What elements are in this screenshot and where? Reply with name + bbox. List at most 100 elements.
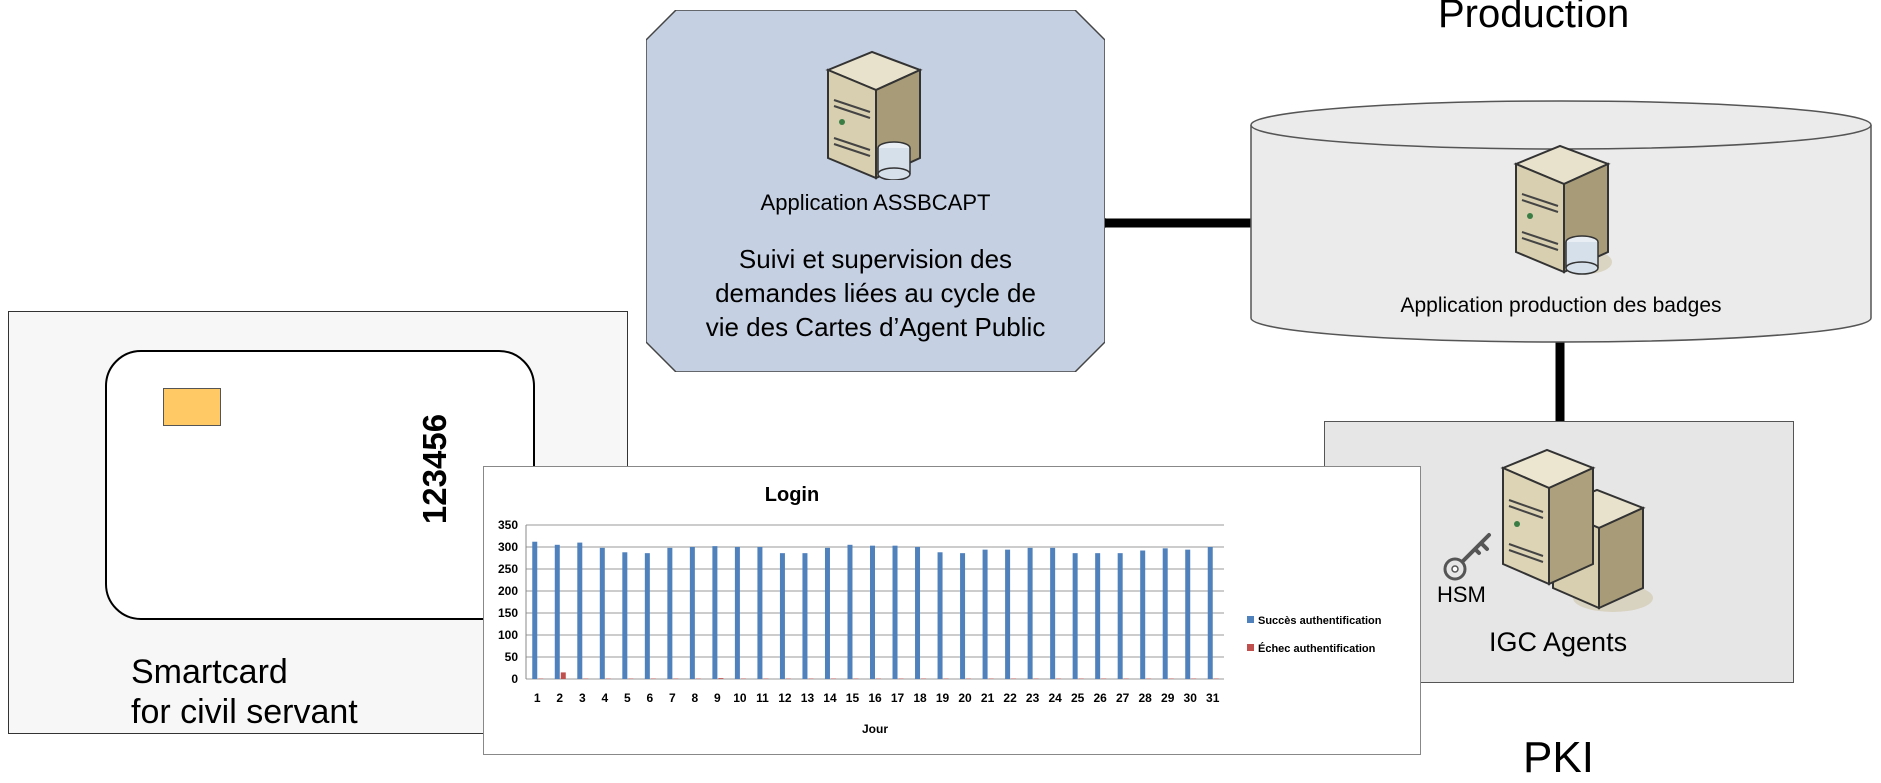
x-tick-label: 2 (556, 691, 563, 705)
x-tick-label: 21 (981, 691, 995, 705)
bar-success (1208, 547, 1213, 679)
bar-success (622, 552, 627, 679)
x-tick-label: 23 (1026, 691, 1040, 705)
y-tick-label: 200 (498, 584, 518, 598)
smartcard (105, 350, 535, 620)
x-tick-label: 30 (1184, 691, 1198, 705)
smartcard-caption: Smartcard for civil servant (131, 652, 358, 732)
bar-success (1095, 553, 1100, 679)
x-tick-label: 1 (534, 691, 541, 705)
bar-success (757, 547, 762, 679)
bar-success (735, 547, 740, 679)
bar-success (1050, 548, 1055, 679)
x-tick-label: 13 (801, 691, 815, 705)
y-tick-label: 100 (498, 628, 518, 642)
x-tick-label: 29 (1161, 691, 1175, 705)
legend-swatch (1247, 616, 1254, 623)
x-tick-label: 24 (1048, 691, 1062, 705)
bar-success (938, 552, 943, 679)
database-server-icon (820, 50, 930, 180)
bar-success (690, 547, 695, 679)
x-tick-label: 31 (1206, 691, 1220, 705)
bar-success (600, 548, 605, 679)
x-tick-label: 17 (891, 691, 905, 705)
x-tick-label: 22 (1003, 691, 1017, 705)
bar-failure (718, 678, 723, 679)
bar-success (667, 548, 672, 679)
y-tick-label: 300 (498, 540, 518, 554)
x-tick-label: 28 (1139, 691, 1153, 705)
assbcapt-box: Application ASSBCAPT Suivi et supervisio… (646, 10, 1105, 372)
x-tick-label: 8 (692, 691, 699, 705)
bar-success (893, 546, 898, 679)
x-tick-label: 11 (756, 691, 769, 705)
smartcard-caption-line: Smartcard (131, 652, 358, 692)
x-tick-label: 19 (936, 691, 950, 705)
bar-success (983, 550, 988, 679)
bar-success (555, 545, 560, 679)
smartcard-chip (163, 388, 221, 426)
smartcard-number: 123456 (416, 409, 454, 529)
x-tick-label: 4 (601, 691, 608, 705)
bar-success (915, 547, 920, 679)
x-tick-label: 26 (1093, 691, 1107, 705)
server-stack-icon (1493, 448, 1663, 618)
y-tick-label: 0 (511, 672, 518, 686)
x-tick-label: 15 (846, 691, 860, 705)
cylinder-top (1251, 101, 1871, 149)
bar-success (780, 553, 785, 679)
x-tick-label: 18 (913, 691, 927, 705)
assbcapt-title: Application ASSBCAPT (646, 190, 1105, 216)
bar-success (1140, 551, 1145, 679)
x-tick-label: 9 (714, 691, 721, 705)
x-tick-label: 16 (868, 691, 882, 705)
bar-success (1163, 548, 1168, 679)
y-tick-label: 350 (498, 518, 518, 532)
igc-label: IGC Agents (1489, 627, 1627, 658)
bar-failure (561, 672, 566, 679)
database-server-icon (1508, 144, 1618, 279)
legend-swatch (1247, 644, 1254, 651)
x-tick-label: 25 (1071, 691, 1085, 705)
bar-success (1118, 553, 1123, 679)
bar-success (870, 546, 875, 679)
assbcapt-description-line: vie des Cartes d’Agent Public (646, 310, 1105, 344)
y-tick-label: 50 (505, 650, 519, 664)
x-tick-label: 14 (823, 691, 837, 705)
bar-success (960, 553, 965, 679)
chart-title: Login (765, 484, 819, 506)
x-axis-label: Jour (862, 722, 888, 736)
production-database: Application production des badges (1250, 100, 1872, 345)
smartcard-caption-line: for civil servant (131, 692, 358, 732)
production-database-label: Application production des badges (1250, 294, 1872, 318)
bar-success (712, 546, 717, 679)
assbcapt-description-line: demandes liées au cycle de (646, 276, 1105, 310)
hsm-label: HSM (1437, 582, 1486, 608)
bar-success (577, 543, 582, 679)
x-tick-label: 3 (579, 691, 586, 705)
bar-success (645, 553, 650, 679)
y-tick-label: 250 (498, 562, 518, 576)
key-icon (1439, 525, 1499, 585)
legend-label: Succès authentification (1258, 615, 1382, 627)
y-tick-label: 150 (498, 606, 518, 620)
x-tick-label: 27 (1116, 691, 1130, 705)
bar-success (802, 553, 807, 679)
assbcapt-description: Suivi et supervision des demandes liées … (646, 242, 1105, 344)
bar-success (847, 545, 852, 679)
x-tick-label: 6 (646, 691, 653, 705)
assbcapt-description-line: Suivi et supervision des (646, 242, 1105, 276)
bar-success (1073, 553, 1078, 679)
legend-label: Échec authentification (1258, 642, 1376, 655)
x-tick-label: 12 (778, 691, 792, 705)
bar-success (1005, 550, 1010, 679)
bar-success (825, 548, 830, 679)
bar-success (1185, 550, 1190, 679)
bar-success (1028, 548, 1033, 679)
x-tick-label: 10 (733, 691, 747, 705)
bar-success (532, 542, 537, 679)
x-tick-label: 20 (958, 691, 972, 705)
x-tick-label: 7 (669, 691, 676, 705)
